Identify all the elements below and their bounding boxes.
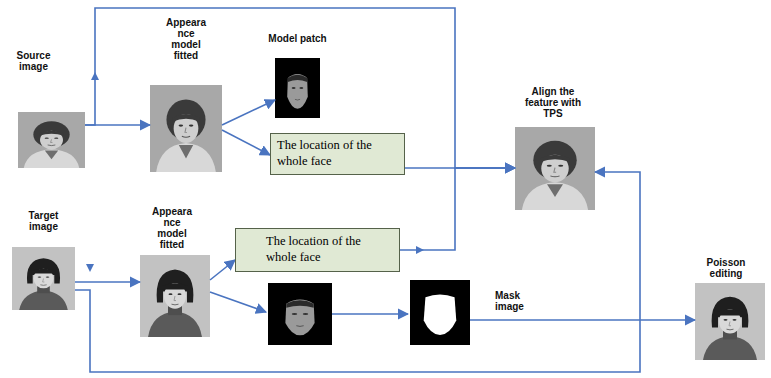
- flow-line: [210, 292, 266, 312]
- image-node: Appeara nce model fitted: [140, 206, 210, 337]
- box-label: The location of the whole face: [266, 234, 393, 265]
- flow-connector: [222, 100, 275, 125]
- process-box: The location of the whole face: [235, 228, 400, 272]
- image-caption: Model patch: [266, 33, 330, 44]
- image-node: Appeara nce model fitted: [150, 17, 222, 172]
- image-caption: Target image: [24, 210, 64, 232]
- flow-connector: [210, 260, 235, 280]
- aligned-photo: [515, 127, 595, 210]
- image-node: Align the feature with TPS: [515, 86, 595, 210]
- image-node: Source image: [18, 50, 85, 168]
- model-patch-image: [268, 283, 332, 345]
- image-caption: Appeara nce model fitted: [150, 206, 194, 250]
- source-photo: [18, 112, 85, 168]
- image-caption: Poisson editing: [703, 257, 749, 279]
- flow-connector: [470, 319, 695, 321]
- process-box: The location of the whole face: [270, 133, 405, 175]
- result-photo: [695, 283, 765, 360]
- image-node: Mask image: [410, 280, 470, 345]
- fitted-photo: [140, 255, 210, 337]
- flow-arrowhead: [86, 264, 94, 272]
- fitted-photo: [150, 85, 222, 172]
- flow-line: [332, 313, 408, 315]
- flow-connector: [222, 130, 270, 155]
- mask-picture: [410, 280, 470, 345]
- target-photo: [12, 247, 75, 310]
- flow-connector: [75, 172, 640, 372]
- image-caption: Appeara nce model fitted: [164, 17, 208, 61]
- image-caption: Align the feature with TPS: [522, 86, 584, 119]
- image-caption: Mask image: [495, 290, 533, 312]
- image-node: Target image: [12, 210, 75, 310]
- flow-connector: [75, 281, 140, 283]
- box-label: The location of the whole face: [277, 138, 398, 169]
- model-patch-image: [275, 58, 320, 118]
- image-node: Poisson editing: [695, 257, 765, 360]
- image-node: Model patch: [275, 33, 320, 118]
- image-caption: Source image: [12, 50, 56, 72]
- flow-connector: [400, 168, 515, 250]
